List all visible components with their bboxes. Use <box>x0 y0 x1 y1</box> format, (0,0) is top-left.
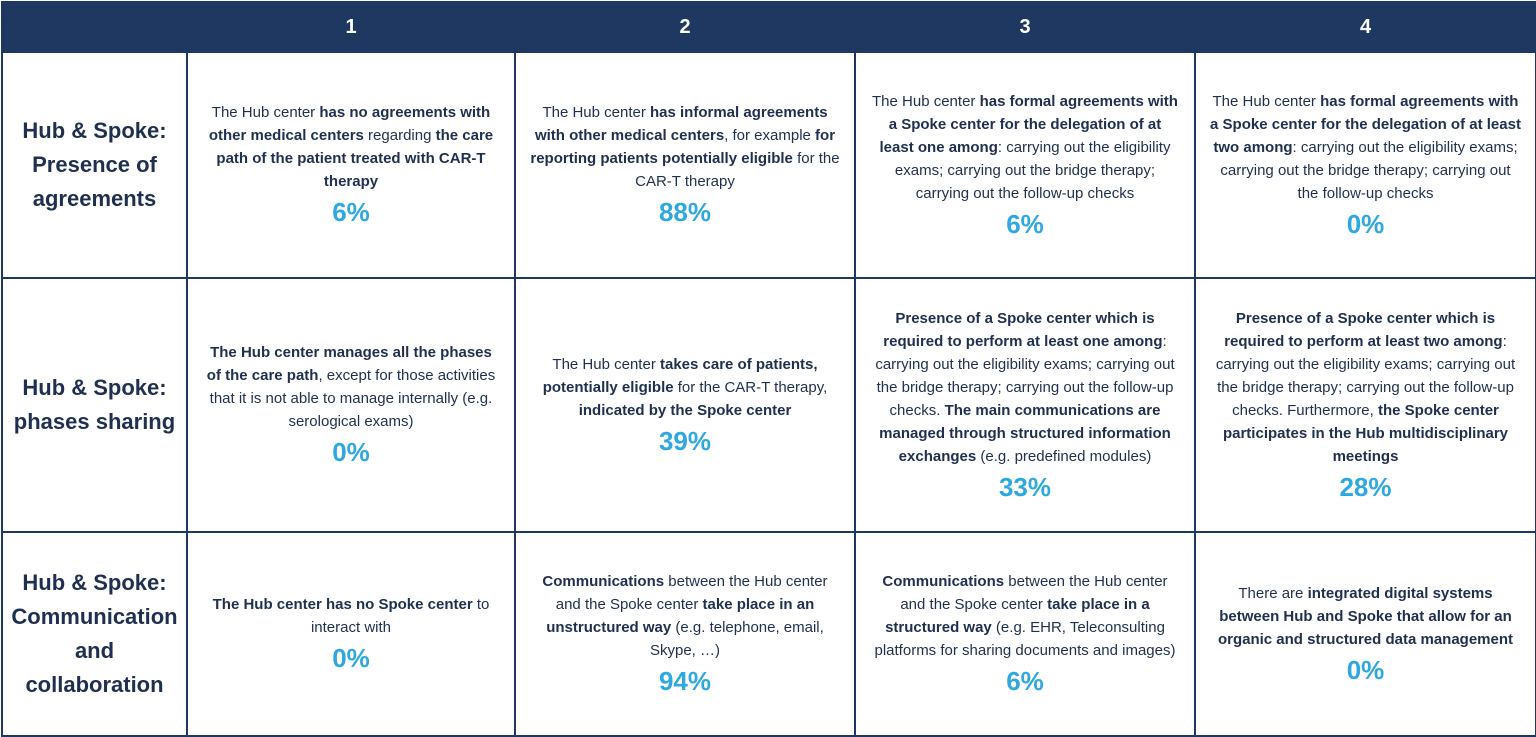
cell-description: The Hub center has no Spoke center to in… <box>202 593 500 639</box>
row-phases-sharing: Hub & Spoke: phases sharing The Hub cent… <box>1 277 1536 533</box>
plain-text: The Hub center <box>542 104 650 121</box>
emphasis-text: the care path of the patient treated wit… <box>216 127 494 190</box>
plain-text: The Hub center <box>1212 92 1321 110</box>
emphasis-text: take place in an unstructured way <box>546 596 815 636</box>
level-header-4: 4 <box>1194 1 1536 53</box>
cell-description: Presence of a Spoke center which is requ… <box>870 307 1180 468</box>
cell-percent: 88% <box>658 197 712 227</box>
cell-description: The Hub center has formal agreements wit… <box>1210 90 1521 205</box>
cell-description: The Hub center manages all the phases of… <box>202 341 500 433</box>
plain-text: There are <box>1238 584 1308 602</box>
plain-text: The Hub center <box>552 355 660 373</box>
grid-cell: Presence of a Spoke center which is requ… <box>854 277 1196 533</box>
grid-cell: The Hub center has no agreements with ot… <box>186 51 516 279</box>
grid-cell: The Hub center has formal agreements wit… <box>1194 51 1536 279</box>
grid-cell: Communications between the Hub center an… <box>854 531 1196 737</box>
cell-percent: 0% <box>332 643 370 673</box>
emphasis-text: has formal agreements with a Spoke cente… <box>1210 92 1521 156</box>
plain-text: to interact with <box>310 596 490 636</box>
grid-cell: The Hub center has formal agreements wit… <box>854 51 1196 279</box>
cell-percent: 6% <box>1006 666 1044 696</box>
emphasis-text: take place in a structured way <box>885 596 1150 636</box>
cell-percent: 33% <box>998 471 1052 502</box>
plain-text: The Hub center <box>872 92 980 110</box>
emphasis-text: The main communications are managed thro… <box>879 401 1171 465</box>
row-label: Hub & Spoke: Presence of agreements <box>1 51 188 279</box>
cell-description: Communications between the Hub center an… <box>530 570 840 662</box>
plain-text: regarding <box>363 127 436 144</box>
plain-text: for the CAR-T therapy, <box>673 378 828 396</box>
cell-description: There are integrated digital systems bet… <box>1210 582 1521 651</box>
cell-percent: 6% <box>1006 208 1044 239</box>
plain-text: : carrying out the eligibility exams; ca… <box>1220 138 1518 202</box>
level-header-1: 1 <box>186 1 516 53</box>
emphasis-text: Presence of a Spoke center which is requ… <box>883 309 1163 350</box>
plain-text: : carrying out the eligibility exams; ca… <box>1215 332 1516 419</box>
emphasis-text: Presence of a Spoke center which is requ… <box>1224 309 1503 350</box>
grid-cell: Communications between the Hub center an… <box>514 531 856 737</box>
plain-text: The Hub center <box>211 104 320 121</box>
plain-text: (e.g. EHR, Teleconsulting platforms for … <box>874 619 1176 659</box>
grid-cell: The Hub center has no Spoke center to in… <box>186 531 516 737</box>
cell-percent: 0% <box>332 437 370 467</box>
grid-cell: The Hub center takes care of patients, p… <box>514 277 856 533</box>
plain-text: for the CAR-T therapy <box>635 150 840 190</box>
emphasis-text: The Hub center manages all the phases of… <box>206 344 492 384</box>
emphasis-text: takes care of patients, potentially elig… <box>542 355 818 396</box>
plain-text: between the Hub center and the Spoke cen… <box>900 573 1168 613</box>
plain-text: , for example <box>724 127 816 144</box>
cell-description: The Hub center has formal agreements wit… <box>870 90 1180 205</box>
cell-description: The Hub center takes care of patients, p… <box>530 353 840 422</box>
grid-cell: The Hub center has informal agreements w… <box>514 51 856 279</box>
emphasis-text: indicated by the Spoke center <box>578 401 792 419</box>
cell-description: Presence of a Spoke center which is requ… <box>1210 307 1521 468</box>
emphasis-text: The Hub center has no Spoke center <box>212 596 473 613</box>
cell-percent: 6% <box>332 197 370 227</box>
emphasis-text: Communications <box>542 573 665 590</box>
cell-percent: 0% <box>1346 654 1385 685</box>
plain-text: : carrying out the eligibility exams; ca… <box>894 138 1171 202</box>
emphasis-text: the Spoke center participates in the Hub… <box>1222 401 1509 465</box>
plain-text: : carrying out the eligibility exams; ca… <box>875 332 1175 419</box>
cell-description: The Hub center has informal agreements w… <box>530 101 840 193</box>
header-row: 1 2 3 4 <box>1 1 1536 53</box>
grid-cell: Presence of a Spoke center which is requ… <box>1194 277 1536 533</box>
corner-cell <box>1 1 188 53</box>
plain-text: between the Hub center and the Spoke cen… <box>555 573 828 613</box>
row-label: Hub & Spoke: Communication and collabora… <box>1 531 188 737</box>
cell-percent: 28% <box>1339 471 1392 502</box>
cell-percent: 0% <box>1346 208 1385 239</box>
level-header-3: 3 <box>854 1 1196 53</box>
cell-description: The Hub center has no agreements with ot… <box>202 101 500 193</box>
level-header-2: 2 <box>514 1 856 53</box>
emphasis-text: has informal agreements with other medic… <box>534 104 828 144</box>
row-agreements: Hub & Spoke: Presence of agreements The … <box>1 51 1536 279</box>
cell-percent: 94% <box>658 666 712 696</box>
grid-cell: There are integrated digital systems bet… <box>1194 531 1536 737</box>
plain-text: (e.g. telephone, email, Skype, …) <box>649 619 824 659</box>
grid-cell: The Hub center manages all the phases of… <box>186 277 516 533</box>
plain-text: , except for those activities that it is… <box>209 367 496 430</box>
emphasis-text: Communications <box>882 573 1005 590</box>
cell-description: Communications between the Hub center an… <box>870 570 1180 662</box>
row-label: Hub & Spoke: phases sharing <box>1 277 188 533</box>
plain-text: (e.g. predefined modules) <box>976 447 1152 465</box>
row-communication: Hub & Spoke: Communication and collabora… <box>1 531 1536 737</box>
emphasis-text: has formal agreements with a Spoke cente… <box>879 92 1178 156</box>
emphasis-text: integrated digital systems between Hub a… <box>1217 584 1514 648</box>
emphasis-text: for reporting patients potentially eligi… <box>530 127 836 167</box>
emphasis-text: has no agreements with other medical cen… <box>208 104 491 144</box>
cell-percent: 39% <box>658 425 712 456</box>
